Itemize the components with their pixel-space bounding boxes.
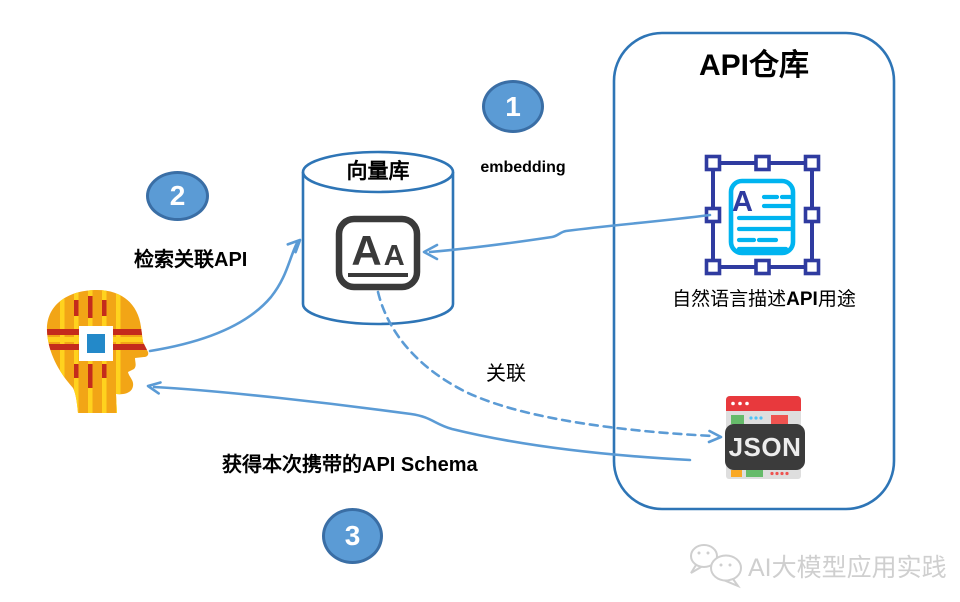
api-repo-box	[612, 31, 896, 511]
api-repo-title: API仓库	[698, 49, 809, 82]
aa-letter-small: A	[383, 239, 405, 272]
step-circle-2: 2	[146, 171, 209, 221]
step-circle-1: 1	[482, 80, 544, 133]
arrow-relation-dashed	[376, 290, 723, 444]
vector-db-title: 向量库	[346, 160, 410, 183]
step-number-1: 1	[505, 90, 521, 122]
nl-description-caption: 自然语言描述API用途	[634, 284, 894, 311]
step-number-3: 3	[344, 520, 361, 551]
arrow-retrieve-api	[148, 238, 302, 353]
ai-head-icon	[46, 290, 149, 413]
watermark-text: AI大模型应用实践	[748, 554, 947, 582]
text-aa-icon	[335, 215, 421, 291]
wechat-logo-icon	[690, 544, 742, 589]
nl-description-icon	[704, 154, 821, 276]
relation-label: 关联	[486, 363, 526, 385]
arrow-get-schema	[146, 381, 692, 462]
step2-label: 检索关联API	[134, 249, 248, 271]
caption-bold: API	[786, 289, 818, 310]
aa-icon-letters: A A	[339, 219, 417, 287]
arrow-embedding	[422, 213, 712, 261]
json-icon	[725, 396, 805, 479]
caption-suffix: 用途	[817, 289, 856, 310]
step-number-2: 2	[169, 180, 186, 211]
step-circle-3: 3	[322, 508, 383, 564]
document-text-lines-icon	[736, 194, 793, 252]
document-letter: A	[732, 186, 753, 218]
json-badge	[725, 424, 805, 470]
caption-prefix: 自然语言描述	[672, 289, 787, 310]
step3-label: 获得本次携带的API Schema	[222, 454, 478, 476]
selection-handles-icon	[704, 154, 821, 276]
step1-label: embedding	[480, 159, 566, 176]
aa-letter-large: A	[351, 226, 382, 274]
json-badge-label: JSON	[728, 431, 802, 462]
